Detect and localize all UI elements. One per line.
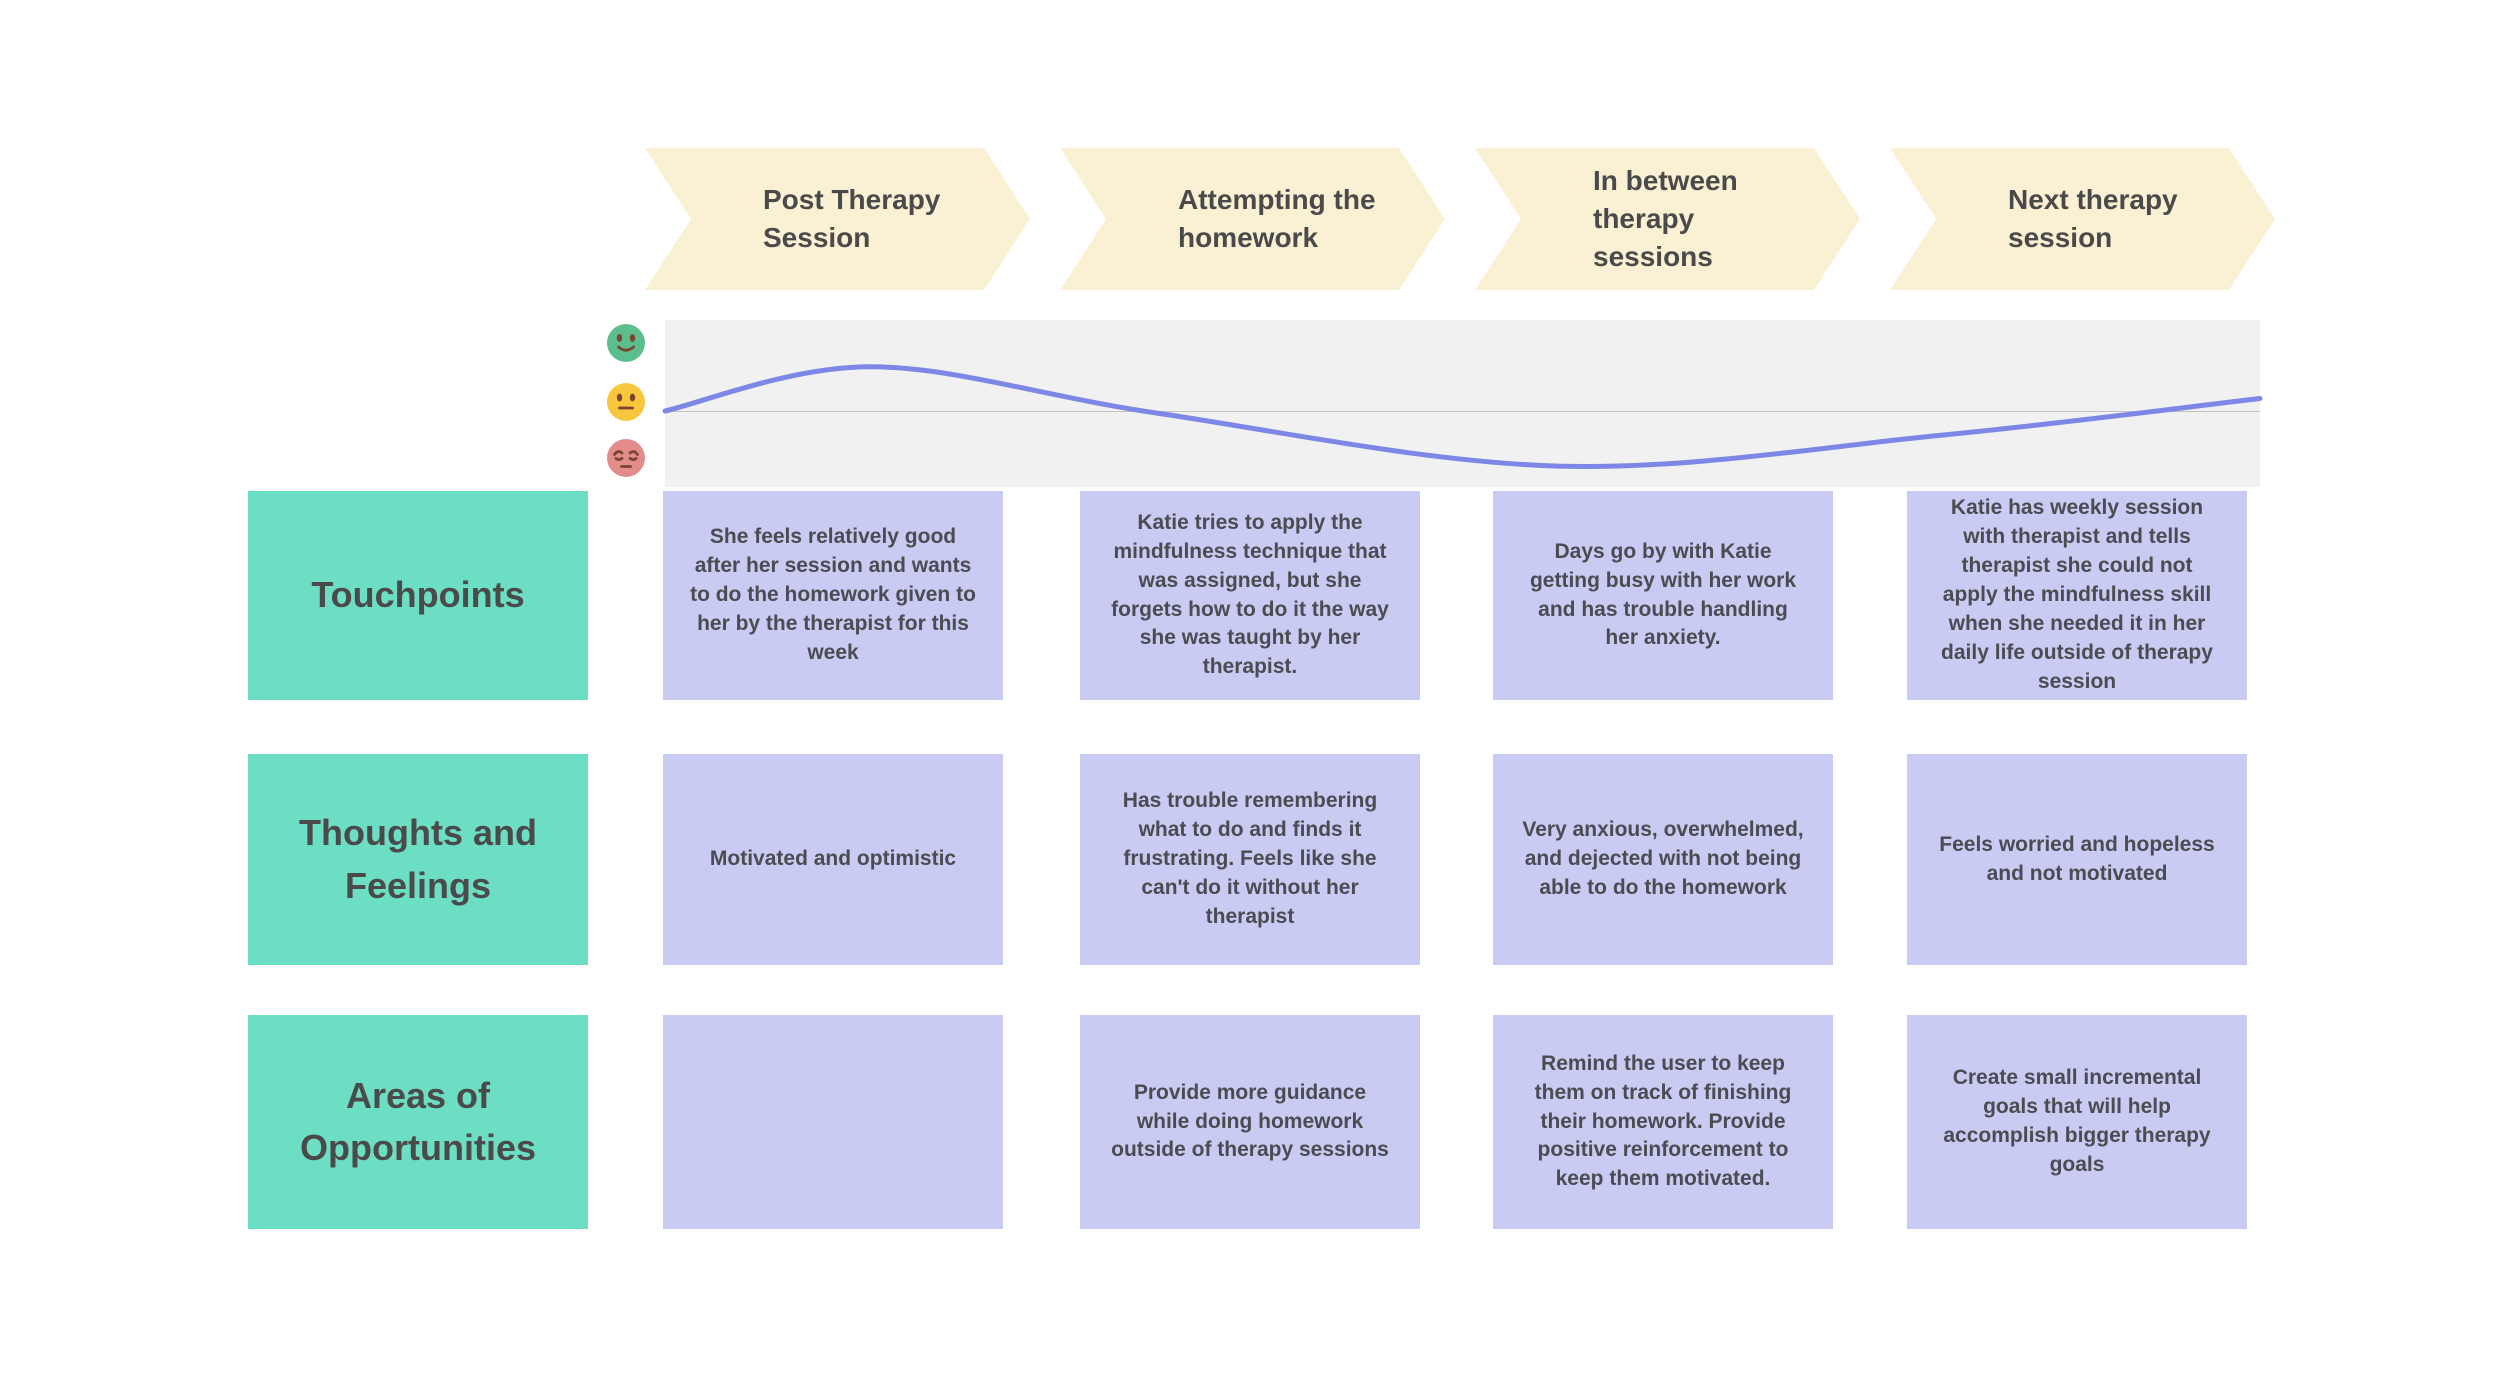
journey-card: Katie tries to apply the mindfulness tec… bbox=[1080, 491, 1420, 700]
journey-card: Motivated and optimistic bbox=[663, 754, 1003, 965]
journey-card: Katie has weekly session with therapist … bbox=[1907, 491, 2247, 700]
row-label-touchpoints: Touchpoints bbox=[248, 491, 588, 700]
journey-card: She feels relatively good after her sess… bbox=[663, 491, 1003, 700]
journey-card: Very anxious, overwhelmed, and dejected … bbox=[1493, 754, 1833, 965]
journey-card: Remind the user to keep them on track of… bbox=[1493, 1015, 1833, 1229]
phase-label: Attempting the homework bbox=[1178, 184, 1376, 253]
neutral-emoji-icon bbox=[607, 383, 645, 421]
emotion-curve bbox=[662, 364, 2263, 469]
phase-label: In between therapy sessions bbox=[1593, 165, 1738, 272]
journey-card: Days go by with Katie getting busy with … bbox=[1493, 491, 1833, 700]
happy-emoji-icon bbox=[607, 324, 645, 362]
phase-arrow-between-sessions: In between therapy sessions bbox=[1475, 148, 1860, 290]
journey-card: Feels worried and hopeless and not motiv… bbox=[1907, 754, 2247, 965]
emotion-midline bbox=[665, 411, 2260, 412]
journey-card: Create small incremental goals that will… bbox=[1907, 1015, 2247, 1229]
journey-card: Provide more guidance while doing homewo… bbox=[1080, 1015, 1420, 1229]
row-label-opportunities: Areas of Opportunities bbox=[248, 1015, 588, 1229]
phase-arrow-post-therapy: Post Therapy Session bbox=[645, 148, 1030, 290]
row-label-thoughts-feelings: Thoughts and Feelings bbox=[248, 754, 588, 965]
phase-arrow-next-session: Next therapy session bbox=[1890, 148, 2275, 290]
emotion-graph bbox=[662, 320, 2263, 487]
journey-card: Has trouble remembering what to do and f… bbox=[1080, 754, 1420, 965]
sad-emoji-icon bbox=[607, 439, 645, 477]
phase-label: Post Therapy Session bbox=[763, 184, 941, 253]
phase-label: Next therapy session bbox=[2008, 184, 2178, 253]
phase-arrow-attempting-homework: Attempting the homework bbox=[1060, 148, 1445, 290]
journey-card bbox=[663, 1015, 1003, 1229]
